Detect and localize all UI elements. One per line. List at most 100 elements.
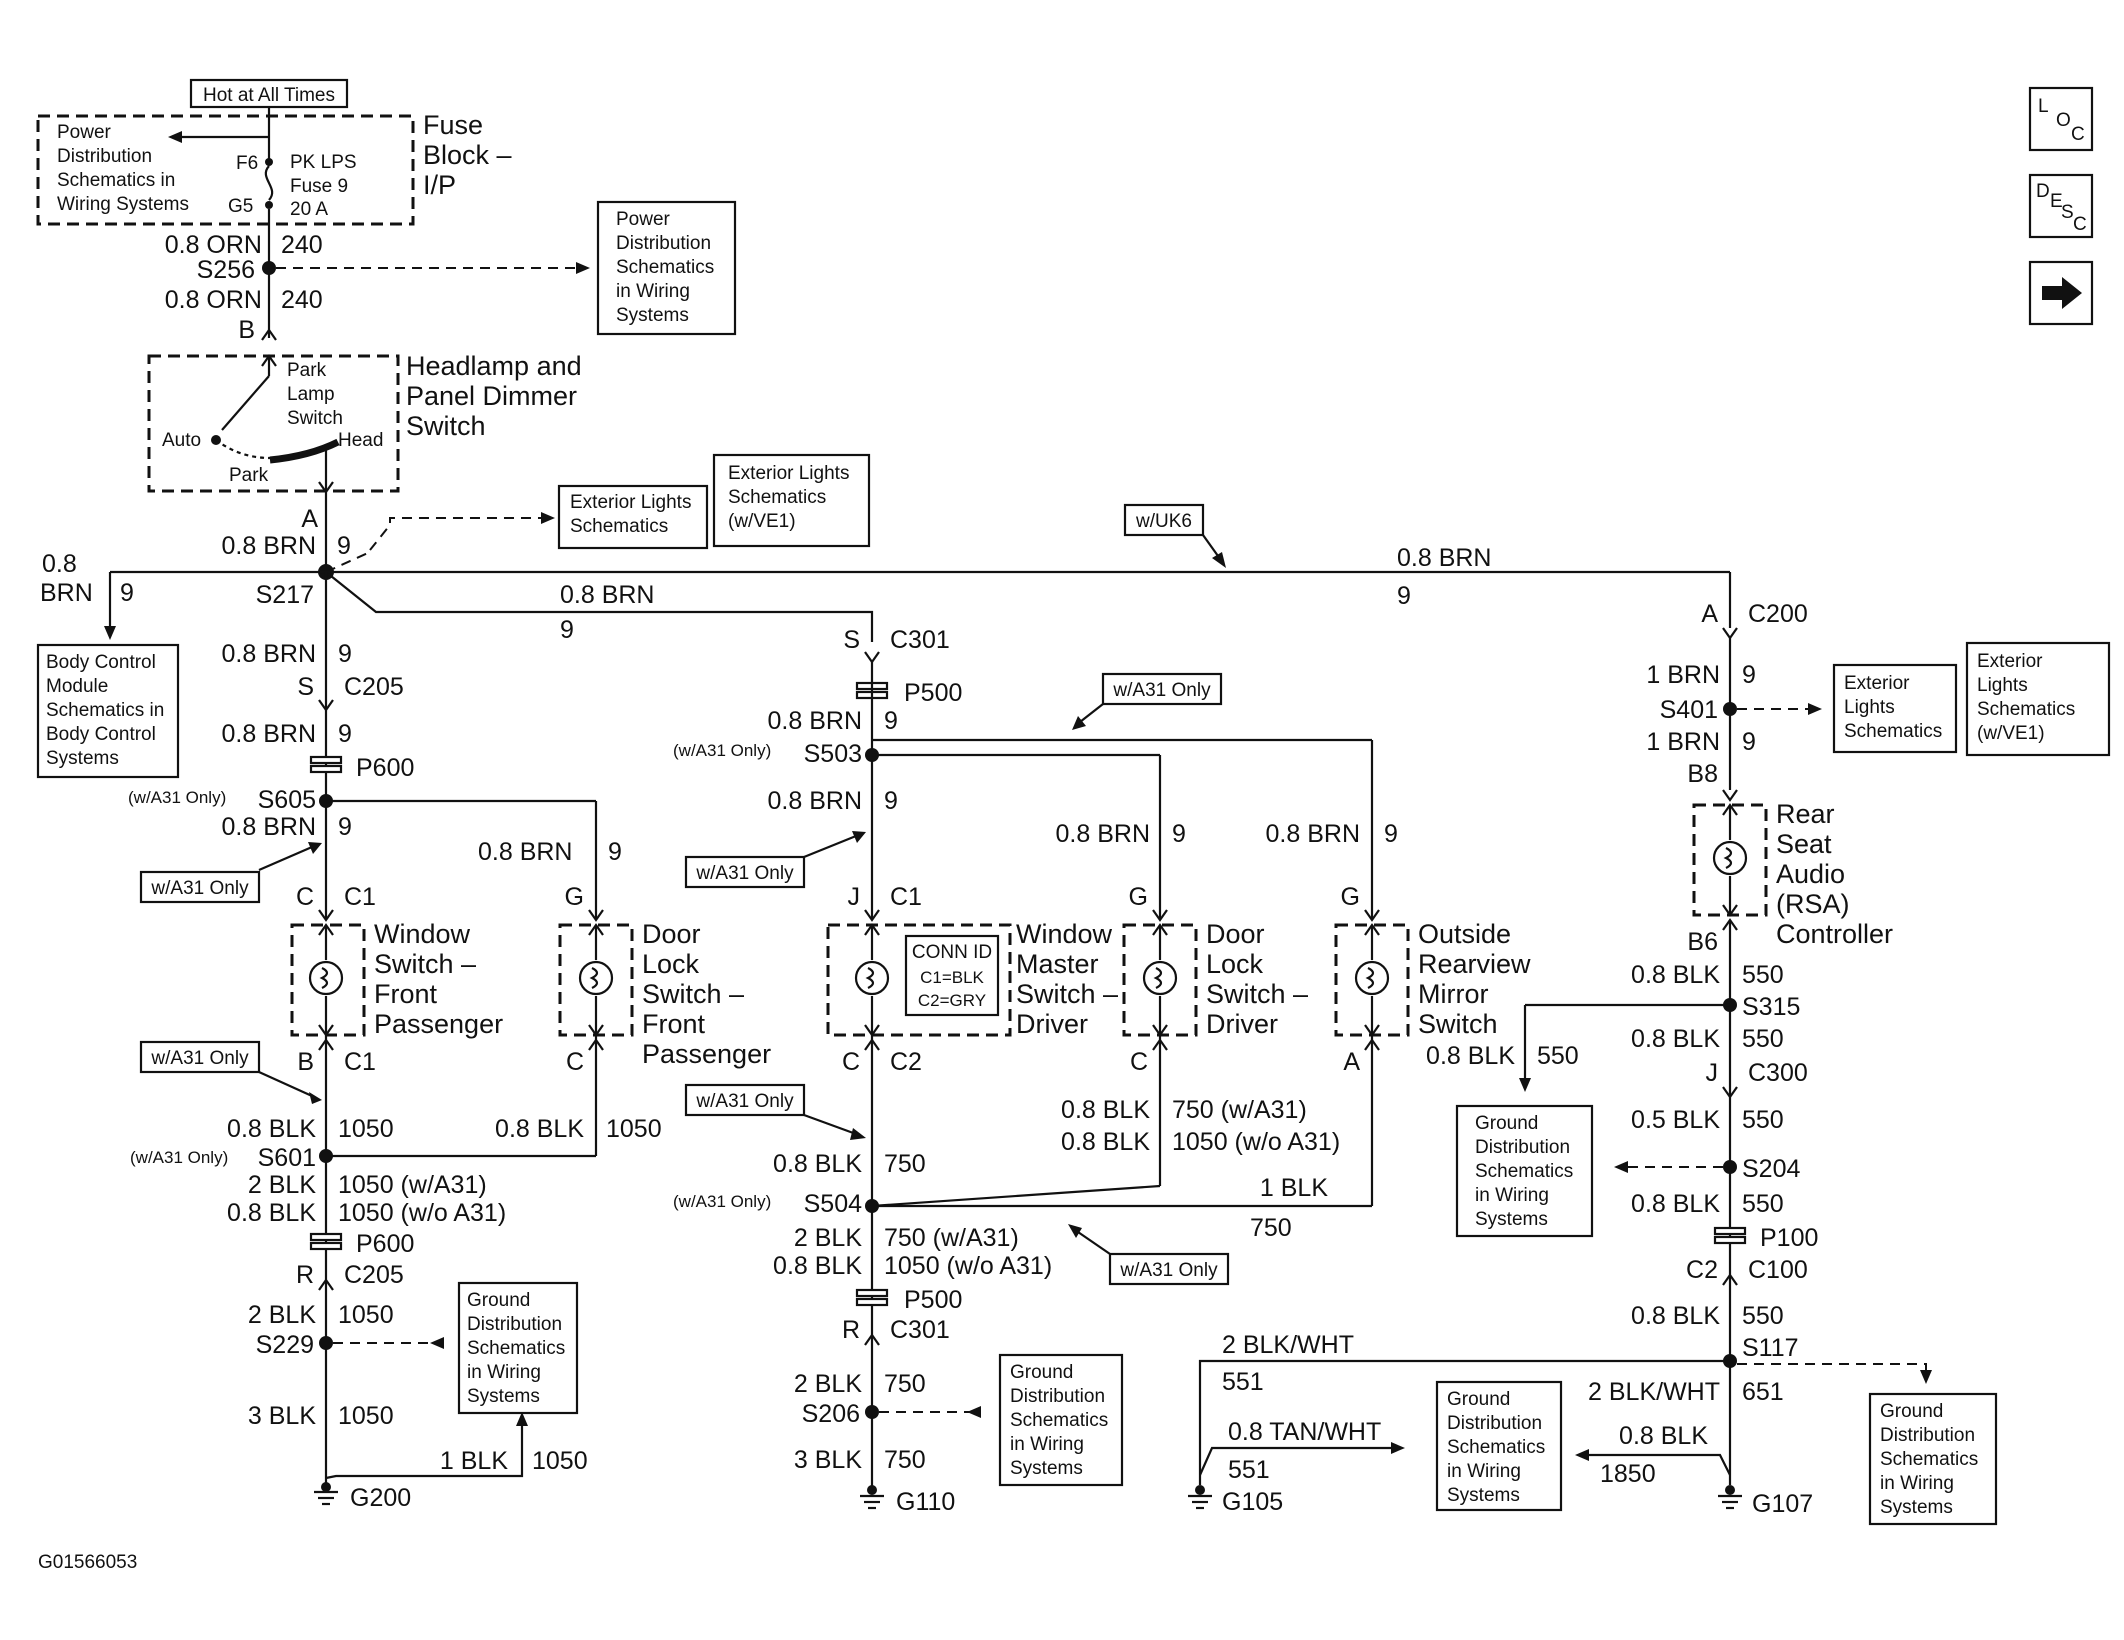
switch-position-park: Park: [229, 465, 269, 486]
pin-label: A: [1343, 1048, 1360, 1076]
wire-size-label: 0.8 BRN: [768, 787, 862, 815]
wire-size-label: 1 BRN: [1646, 728, 1720, 756]
option-label: w/A31 Only: [150, 1048, 249, 1069]
headlamp-switch: Headlamp and Panel Dimmer Switch Park La…: [147, 351, 582, 494]
ref-line: in Wiring: [616, 281, 690, 302]
component-title: Mirror: [1418, 979, 1488, 1009]
circuit-label: 1050: [338, 1115, 394, 1143]
option-label: (w/A31 Only): [130, 1148, 228, 1167]
circuit-label: 1050 (w/o A31): [338, 1199, 506, 1227]
wire-size-label: BRN: [40, 579, 93, 607]
circuit-label: 651: [1742, 1378, 1784, 1406]
splice-s256: [262, 261, 276, 275]
wire-size-label: 2 BLK: [248, 1301, 316, 1329]
option-label: w/A31 Only: [695, 863, 794, 884]
wire-size-label: 0.8 BRN: [222, 813, 316, 841]
component-title: Front: [642, 1009, 706, 1039]
splice-label: S256: [197, 256, 255, 284]
component-title: Panel Dimmer: [406, 381, 577, 411]
wire-size-label: 0.8 BLK: [227, 1199, 316, 1227]
wire-size-label: 2 BLK: [794, 1224, 862, 1252]
fuse-pin-g5: G5: [228, 196, 253, 217]
ref-line: Distribution: [57, 146, 152, 167]
wire-size-label: 2 BLK/WHT: [1222, 1331, 1354, 1359]
connector-label: C205: [344, 673, 404, 701]
component-title: Switch –: [374, 949, 476, 979]
ground-label: G107: [1752, 1490, 1813, 1518]
ref-line: Wiring Systems: [57, 194, 189, 215]
option-label: (w/A31 Only): [673, 741, 771, 760]
component-title: Switch: [406, 411, 486, 441]
circuit-label: 750: [884, 1370, 926, 1398]
pin-label: B6: [1687, 928, 1718, 956]
connector-label: P600: [356, 1230, 414, 1258]
loc-button[interactable]: L O C: [2028, 86, 2094, 152]
switch-position-head: Head: [338, 430, 383, 451]
component-title: Outside: [1418, 919, 1511, 949]
splice-label: S206: [802, 1400, 860, 1428]
ref-line: Distribution: [1475, 1137, 1570, 1158]
circuit-label: 1050: [606, 1115, 662, 1143]
component-title: Passenger: [642, 1039, 771, 1069]
ref-line: Distribution: [1447, 1413, 1542, 1434]
ref-line: (w/VE1): [1977, 723, 2045, 744]
fuse-label-2: Fuse 9: [290, 176, 348, 197]
wire-size-label: 0.8 BLK: [773, 1252, 862, 1280]
wire-size-label: 0.8 BRN: [1266, 820, 1360, 848]
splice-label: S204: [1742, 1155, 1800, 1183]
pin-label: J: [848, 883, 861, 911]
circuit-label: 9: [608, 838, 622, 866]
component-title: Window: [374, 919, 471, 949]
component-title: Rearview: [1418, 949, 1531, 979]
ref-line: Schematics: [1880, 1449, 1978, 1470]
ref-line: Schematics: [1447, 1437, 1545, 1458]
splice-label: S605: [258, 786, 316, 814]
ref-line: in Wiring: [1010, 1434, 1084, 1455]
connector-label: C200: [1748, 600, 1808, 628]
next-page-button[interactable]: [2028, 260, 2094, 326]
ref-line: Systems: [1010, 1458, 1083, 1479]
circuit-label: 750: [884, 1150, 926, 1178]
circuit-label: 550: [1742, 1190, 1784, 1218]
circuit-label: 1050: [532, 1447, 588, 1475]
arrow-right-icon: [2042, 277, 2082, 309]
ref-line: Ground: [1475, 1113, 1538, 1134]
ref-line: in Wiring: [467, 1362, 541, 1383]
ref-line: Exterior Lights: [728, 463, 849, 484]
wire-size-label: 0.8 BLK: [1631, 961, 1720, 989]
component-title: Lock: [1206, 949, 1264, 979]
ref-line: Body Control: [46, 652, 156, 673]
component-title: Door: [642, 919, 701, 949]
wire-size-label: 0.8 BRN: [560, 581, 654, 609]
s256-segment: 0.8 ORN 240 S256 0.8 ORN 240 B: [165, 224, 590, 344]
circuit-label: 1050 (w/o A31): [1172, 1128, 1340, 1156]
pin-label: A: [1701, 600, 1718, 628]
connector-label: C205: [344, 1261, 404, 1289]
component-title: Front: [374, 979, 438, 1009]
option-label: w/A31 Only: [695, 1091, 794, 1112]
splice-label: S315: [1742, 993, 1800, 1021]
ref-line: Schematics in: [46, 700, 164, 721]
ref-line: Ground: [1447, 1389, 1510, 1410]
fuse-block-title: Fuse: [423, 110, 483, 140]
ref-line: Systems: [467, 1386, 540, 1407]
ref-line: Distribution: [1880, 1425, 1975, 1446]
ref-line: Ground: [1010, 1362, 1073, 1383]
splice-s229: [319, 1336, 333, 1350]
circuit-label: 9: [560, 616, 574, 644]
circuit-label: 9: [1742, 728, 1756, 756]
circuit-label: 9: [1172, 820, 1186, 848]
conn-id-label: C1=BLK: [920, 968, 984, 987]
wire-size-label: 0.8 BRN: [222, 720, 316, 748]
circuit-label: 550: [1742, 961, 1784, 989]
wire-size-label: 0.8 BLK: [1426, 1042, 1515, 1070]
pin-label: S: [297, 673, 314, 701]
circuit-label: 550: [1742, 1302, 1784, 1330]
ref-line: Power: [616, 209, 671, 230]
wire-size-label: 0.8 BLK: [1061, 1128, 1150, 1156]
pin-label: B: [238, 316, 255, 344]
wire-size-label: 1 BLK: [1260, 1174, 1328, 1202]
desc-button[interactable]: D E S C: [2028, 173, 2094, 239]
connector-label: P500: [904, 679, 962, 707]
component-title: Switch –: [1206, 979, 1308, 1009]
